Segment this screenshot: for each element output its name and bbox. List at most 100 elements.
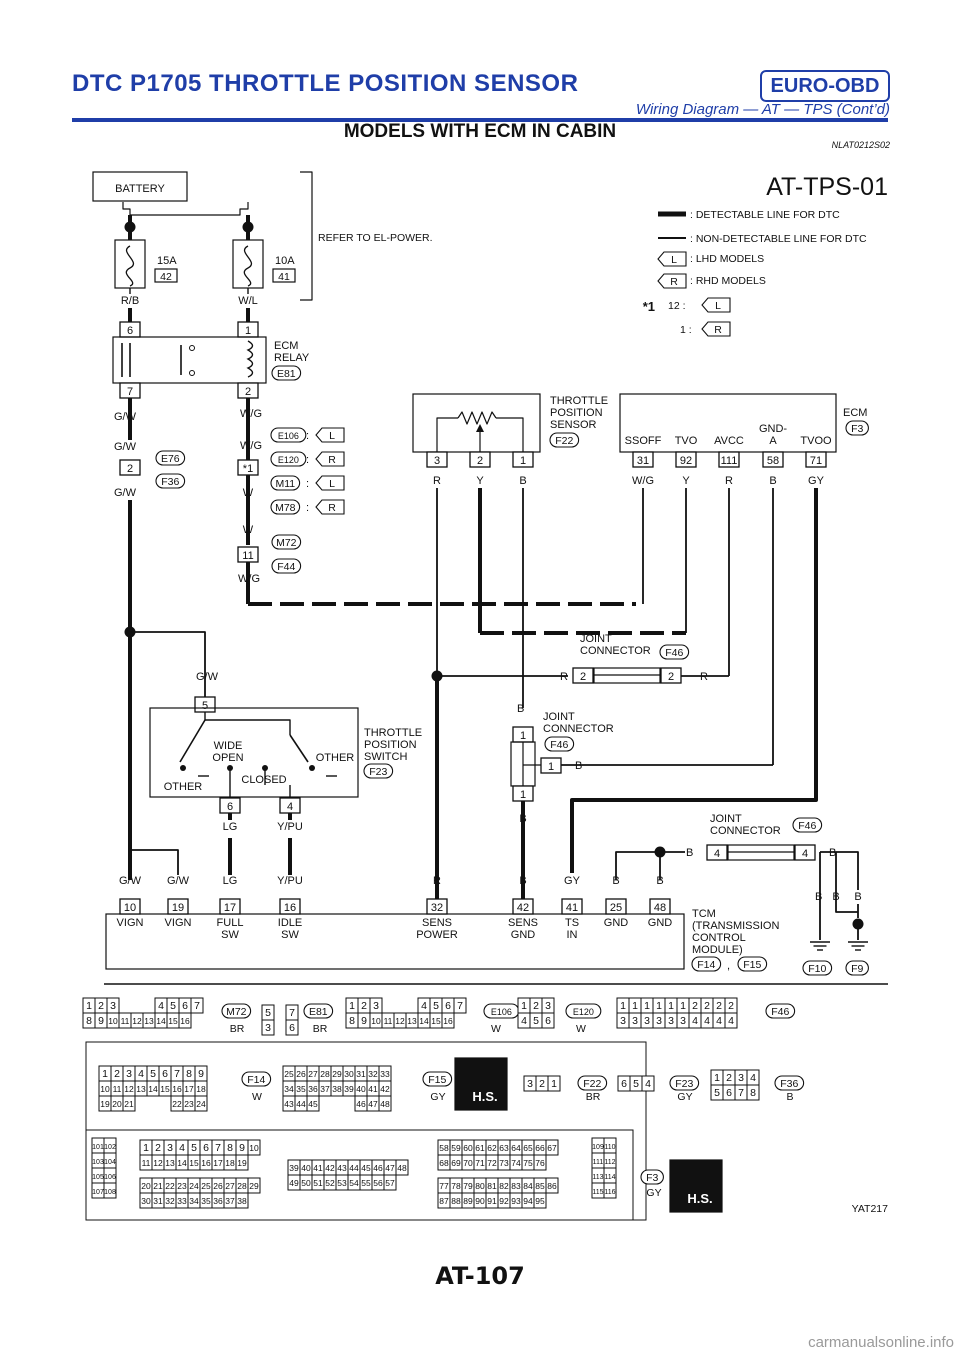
conn-f3b-cell-label: 2: [155, 1142, 161, 1154]
tp-switch-other: OTHER: [164, 781, 203, 793]
joint-b-pin-label: 1: [520, 730, 526, 742]
conn-m72-cell-label: 14: [156, 1016, 166, 1026]
tcm-terminal-label: POWER: [416, 929, 458, 941]
conn-f3-tag: [640, 1169, 664, 1185]
conn-f3e-cell: [545, 1139, 559, 1156]
vign2-wire: [130, 849, 179, 875]
tps-wire-color: B: [519, 475, 526, 487]
conn-f15-cell-label: 46: [356, 1099, 366, 1109]
conn-f14-cell-label: 18: [196, 1084, 206, 1094]
ground-f9-dot: [852, 918, 864, 930]
conn-f46-cell-label: 1: [644, 1000, 650, 1012]
conn-f3a-cell-label: 107: [92, 1189, 104, 1196]
ecm-terminal-label: TVO: [675, 435, 698, 447]
conn-f15-cell-label: 47: [368, 1099, 378, 1109]
conn-m72-cell-label: 2: [98, 1000, 104, 1012]
tcm-name: TCM: [692, 908, 716, 920]
conn-e120-cell: [541, 1012, 555, 1029]
conn-f3f-cell-label: 84: [523, 1181, 533, 1191]
conn-f46-cell-label: 4: [716, 1015, 722, 1027]
star-note-l-tag-label: L: [715, 300, 721, 312]
mid-connector-e120: [270, 451, 307, 467]
tcm-name: (TRANSMISSION: [692, 920, 779, 932]
conn-f3c-cell-label: 33: [177, 1196, 187, 1206]
conn-e81-cell-label: 5: [265, 1007, 271, 1019]
tps-pin-label: 3: [434, 455, 440, 467]
refer-label: REFER TO EL-POWER.: [318, 232, 433, 244]
tcm-terminal-label: SENS: [508, 917, 538, 929]
conn-f36-cell-label: 8: [750, 1087, 756, 1099]
conn-f14-cell-label: 13: [136, 1084, 146, 1094]
conn-m72-tag: [221, 1003, 252, 1019]
fuse-splice-dot: [242, 221, 254, 233]
conn-e120-tag-label: E120: [573, 1007, 594, 1017]
relay-coil: [246, 340, 254, 378]
tp-switch-connector: [363, 763, 394, 779]
tcm-connector-f14: [691, 956, 722, 972]
conn-f14-cell-label: 15: [160, 1084, 170, 1094]
conn-f14-cell: [122, 1095, 136, 1112]
tp-switch-wire: LG: [223, 821, 238, 833]
joint-b2-name: CONNECTOR: [710, 825, 781, 837]
conn-m72-cell-label: 7: [194, 1000, 200, 1012]
tcm-terminal-label: VIGN: [117, 917, 144, 929]
conn-f36-cell-label: 5: [714, 1087, 720, 1099]
conn-f3-tag-label: F3: [646, 1172, 658, 1184]
conn-e81-tag: [303, 1003, 334, 1019]
conn-f3d-cell-label: 54: [349, 1178, 359, 1188]
tcm-name: MODULE): [692, 944, 743, 956]
mid-code-tag-label: L: [329, 478, 335, 490]
mid-connector-e106: [270, 427, 307, 443]
conn-f14-tag-label: F14: [247, 1074, 265, 1086]
tp-switch-feed: [130, 631, 206, 697]
ecm-terminal-label: TVOO: [800, 435, 832, 447]
conn-f3d-cell-label: 47: [385, 1163, 395, 1173]
conn-f15-cell-label: 25: [284, 1069, 294, 1079]
conn-f3f-cell-label: 82: [499, 1181, 509, 1191]
tps-pin-label: 2: [477, 455, 483, 467]
conn-f3b-cell-label: 15: [189, 1158, 199, 1168]
tp-switch-other: OTHER: [316, 752, 355, 764]
fuse-amp: 15A: [157, 255, 177, 267]
fuse-number: 42: [160, 271, 172, 283]
section-code: NLAT0212S02: [831, 140, 890, 150]
conn-f15-cell-label: 37: [320, 1084, 330, 1094]
tcm-wire-color: B: [519, 875, 526, 887]
conn-e120-cell-label: 6: [545, 1015, 551, 1027]
conn-f3e-cell-label: 67: [547, 1143, 557, 1153]
battery-label: BATTERY: [115, 183, 165, 195]
conn-f46-tag-label: F46: [771, 1006, 789, 1018]
conn-m72-color: BR: [230, 1023, 245, 1035]
ecm-pin-label: 71: [810, 455, 822, 467]
conn-f46-cell-label: 3: [680, 1015, 686, 1027]
conn-e120-cell-label: 4: [521, 1015, 527, 1027]
conn-f3e-cell-label: 61: [475, 1143, 485, 1153]
wire-color: G/W: [114, 441, 137, 453]
conn-f46-cell-label: 1: [620, 1000, 626, 1012]
conn-e120-color: W: [576, 1023, 586, 1035]
conn-f46-cell-label: 3: [644, 1015, 650, 1027]
conn-f3c-cell: [235, 1192, 249, 1209]
conn-e106-cell-label: 13: [407, 1016, 417, 1026]
relay-contact-point: [189, 345, 195, 351]
conn-f14-cell-label: 8: [186, 1068, 192, 1080]
tps-pin: [426, 451, 448, 468]
conn-f15-cell-label: 28: [320, 1069, 330, 1079]
conn-m72-cell-label: 12: [132, 1016, 142, 1026]
relay-pin-label: 2: [245, 386, 251, 398]
conn-e106-cell-label: 16: [443, 1016, 453, 1026]
tcm-pin: [512, 898, 534, 915]
conn-f3d-cell-label: 50: [301, 1178, 311, 1188]
conn-f15-cell: [378, 1095, 392, 1112]
conn-f3e-cell-label: 71: [475, 1158, 485, 1168]
joint-r-name: CONNECTOR: [580, 645, 651, 657]
ecm-pin-label: 111: [721, 455, 738, 467]
conn-f15-cell-label: 42: [380, 1084, 390, 1094]
conn-f14-cell-label: 11: [113, 1084, 122, 1094]
ecm-wire-color: B: [769, 475, 776, 487]
conn-f15-cell-label: 48: [380, 1099, 390, 1109]
tp-switch-top-wire: G/W: [196, 671, 219, 683]
conn-m72-cell-label: 5: [170, 1000, 176, 1012]
conn-f3a-cell: [103, 1182, 117, 1199]
